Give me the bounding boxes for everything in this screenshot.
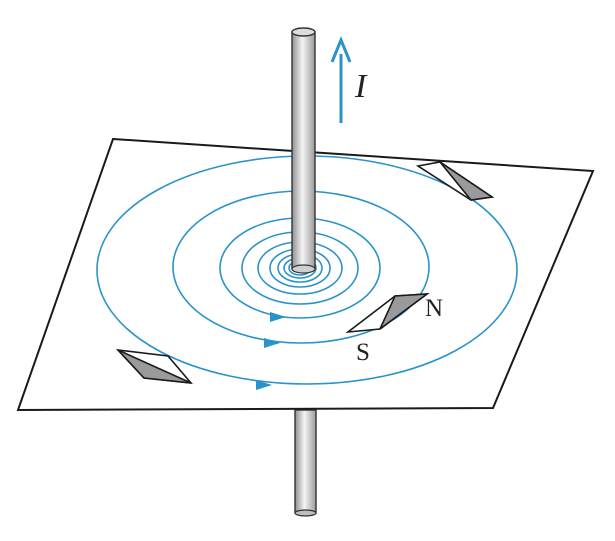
south-pole-label: S (356, 339, 370, 366)
north-pole-label: N (425, 295, 443, 322)
compass-needle-icon (415, 161, 495, 201)
field-direction-arrows (256, 312, 286, 390)
current-label: I (354, 68, 368, 105)
field-arrow (270, 312, 286, 322)
compass-needle-icon (115, 348, 193, 385)
wire-lower (294, 409, 317, 517)
field-arrow (256, 380, 272, 390)
compass-needle-icon (345, 293, 430, 334)
wire-upper (291, 27, 316, 274)
current-arrow-icon (330, 36, 352, 123)
field-arrow (264, 338, 280, 348)
